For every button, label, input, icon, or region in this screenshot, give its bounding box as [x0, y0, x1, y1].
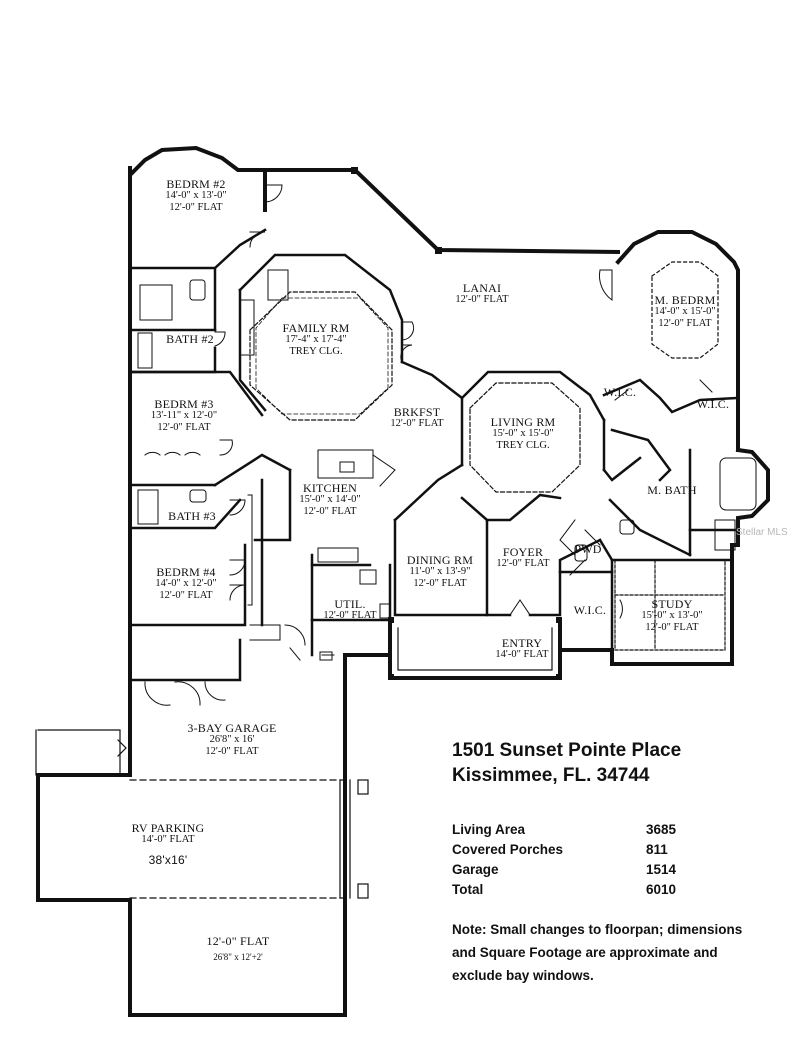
room-dining: DINING RM 11'-0" x 13'-9" 12'-0" FLAT [406, 553, 474, 589]
fixtures [137, 269, 757, 661]
room-wic-2: W.I.C. [696, 397, 730, 411]
floorplan-note: Note: Small changes to floorpan; dimensi… [452, 922, 743, 983]
room-util: UTIL. 12'-0" FLAT [323, 597, 377, 621]
room-mbedrm: M. BEDRM 14'-0" x 15'-0" 12'-0" FLAT [654, 293, 716, 329]
room-foyer: FOYER 12'-0" FLAT [496, 545, 550, 569]
porch-lines [397, 559, 726, 671]
room-wic-3: W.I.C. [573, 603, 607, 617]
watermark: Stellar MLS [736, 527, 788, 538]
room-rv-parking: RV PARKING 14'-0" FLAT 38'x16' [131, 821, 205, 867]
room-garage-bay: 12'-0" FLAT 26'8" x 12'+2' [206, 934, 270, 962]
address-line-1: 1501 Sunset Pointe Place [452, 740, 682, 761]
room-entry: ENTRY 14'-0" FLAT [495, 636, 549, 660]
room-brkfst: BRKFST 12'-0" FLAT [390, 405, 444, 429]
room-living: LIVING RM 15'-0" x 15'-0" TREY CLG. [490, 415, 556, 451]
room-bedrm4: BEDRM #4 14'-0" x 12'-0" 12'-0" FLAT [155, 565, 217, 601]
room-wic-1: W.I.C. [603, 385, 637, 399]
room-bath2: BATH #2 [166, 332, 214, 346]
room-study: STUDY 15'-0" x 13'-0" 12'-0" FLAT [641, 597, 703, 633]
room-garage: 3-BAY GARAGE 26'8" x 16' 12'-0" FLAT [187, 721, 277, 757]
room-bedrm3: BEDRM #3 13'-11" x 12'-0" 12'-0" FLAT [150, 397, 218, 433]
room-mbath: M. BATH [647, 483, 697, 497]
room-lanai: LANAI 12'-0" FLAT [455, 281, 509, 305]
trey-ceilings [249, 261, 719, 493]
room-pwd: PWD [574, 542, 602, 556]
doors [144, 184, 713, 706]
columns [351, 167, 562, 680]
room-bath3: BATH #3 [168, 509, 216, 523]
room-family: FAMILY RM 17'-4" x 17'-4" TREY CLG. [282, 321, 350, 357]
room-kitchen: KITCHEN 15'-0" x 14'-0" 12'-0" FLAT [299, 481, 361, 517]
room-bedrm2: BEDRM #2 14'-0" x 13'-0" 12'-0" FLAT [165, 177, 227, 213]
address-line-2: Kissimmee, FL. 34744 [452, 765, 650, 786]
exterior-walls [36, 145, 770, 1017]
garage-lines [35, 729, 369, 899]
